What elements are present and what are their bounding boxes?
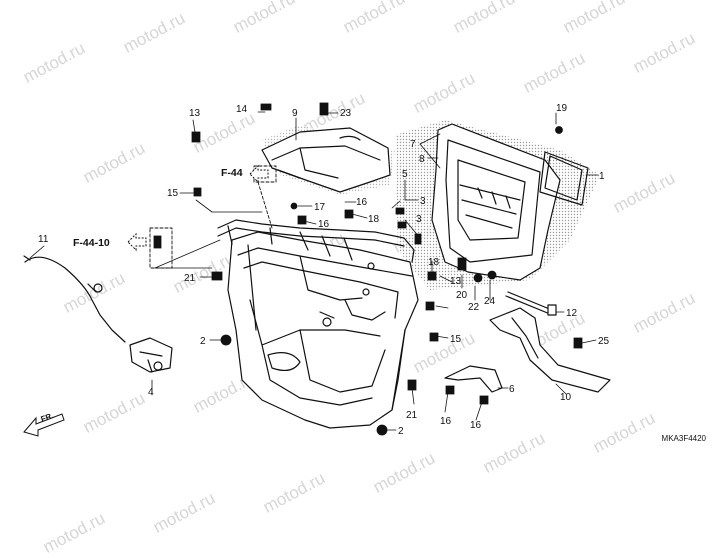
callout-18b: 18 [428,257,440,268]
lid-seal [539,151,589,206]
callout-2b: 2 [398,426,404,437]
bolt-16-icon [297,215,307,225]
screw-13-icon [191,131,201,143]
ref-arrow-f4410-icon [127,232,147,252]
callout-17: 17 [314,202,326,213]
callout-20: 20 [456,290,468,301]
callout-6: 6 [509,384,515,395]
diagram-code: MKA3F4420 [661,434,706,443]
grommet-20-icon [457,257,467,271]
callout-16d: 16 [470,420,482,431]
screw-19-icon [555,126,563,134]
callout-4: 4 [148,387,154,398]
ref-arrow-f44-icon [249,164,269,184]
callout-3: 3 [420,196,426,207]
grommet-21-icon [211,271,223,281]
bolt-16b-icon [395,207,405,215]
bracket-3-icon [397,221,407,229]
latch-assembly [129,337,173,373]
callout-24: 24 [484,296,496,307]
callout-12: 12 [566,308,578,319]
callout-16b: 16 [356,197,368,208]
grommet-21b-icon [407,379,417,391]
bolt-long [505,291,557,316]
washer-17-icon [290,202,298,210]
callout-10: 10 [560,392,572,403]
exploded-view: FR. F-44 F-44-10 1 2 2 3 3 4 5 6 7 8 9 1… [23,102,611,437]
bolt-18-icon [344,209,354,219]
callout-21b: 21 [406,410,418,421]
callout-22: 22 [468,302,480,313]
bolt-14-icon [260,103,272,111]
lid-frame [431,123,561,281]
release-cable [24,256,126,343]
washer-24-icon [487,270,497,280]
luggage-box [227,231,419,429]
callout-15b: 15 [450,334,462,345]
callout-13: 13 [189,108,201,119]
callout-13b: 13 [450,276,462,287]
callout-21: 21 [184,273,196,284]
bolt-16d-icon [479,395,489,405]
front-arrow-icon: FR. [23,411,65,437]
callout-16c: 16 [440,416,452,427]
bracket-3b-icon [414,233,422,245]
callout-18: 18 [368,214,380,225]
stay-plate [444,365,503,393]
callout-15: 15 [167,188,179,199]
clip-13b-icon [425,301,435,311]
clip-23-icon [319,102,329,116]
bolt-25-icon [573,337,583,349]
callout-3b: 3 [416,214,422,225]
clip-15-icon [193,187,202,197]
callout-2: 2 [200,336,206,347]
clip-15b-icon [429,332,439,342]
callout-5: 5 [402,169,408,180]
callout-25: 25 [598,336,610,347]
callout-11: 11 [38,234,49,245]
ref-label-f4410: F-44-10 [73,237,110,249]
bolt-16c-icon [445,385,455,395]
callout-23: 23 [340,108,352,119]
callout-8: 8 [419,154,425,165]
clip-18b-icon [427,271,437,281]
washer-22-icon [473,273,483,283]
upper-cover [261,127,391,193]
nut-2-icon [220,334,232,346]
screw-f4410-icon [153,235,162,249]
ref-label-f44: F-44 [221,167,243,179]
callout-1: 1 [599,171,605,182]
callout-9: 9 [292,108,298,119]
callout-19: 19 [556,103,568,114]
nut-2b-icon [376,424,388,436]
frame-rail [217,219,415,263]
front-label: FR. [40,411,55,424]
callout-7: 7 [410,139,416,150]
callout-14: 14 [236,104,248,115]
bracket [489,307,611,393]
callout-16: 16 [318,219,330,230]
